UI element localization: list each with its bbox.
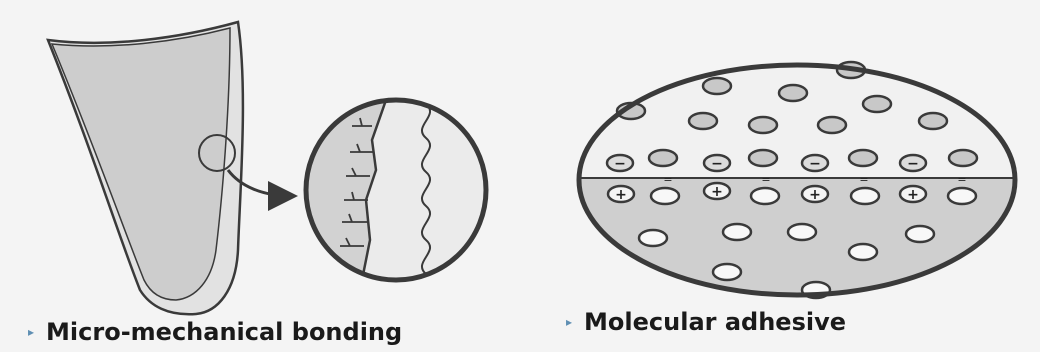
bullet-icon: ▸: [28, 326, 34, 338]
molecule: [651, 188, 679, 204]
negative-charge: −: [802, 155, 828, 172]
bond-mark: =: [957, 173, 966, 186]
molecular-adhesive-caption: ▸ Molecular adhesive: [566, 308, 846, 336]
molecule: [849, 244, 877, 260]
molecule: [849, 150, 877, 166]
molecule: [649, 150, 677, 166]
magnified-interface: [300, 100, 486, 292]
tooth-section: [48, 22, 292, 314]
molecule: [749, 150, 777, 166]
negative-charge: −: [607, 155, 633, 172]
bond-mark: =: [859, 173, 868, 186]
molecule: [751, 188, 779, 204]
micro-mechanical-caption: ▸ Micro-mechanical bonding: [28, 318, 402, 346]
charge-symbol: +: [615, 187, 627, 203]
molecule: [851, 188, 879, 204]
bond-mark: =: [761, 173, 770, 186]
molecule: [919, 113, 947, 129]
molecule: [639, 230, 667, 246]
micro-mechanical-label: Micro-mechanical bonding: [46, 318, 402, 346]
molecule: [818, 117, 846, 133]
molecular-adhesion-diagram: − − − − = = = = +: [570, 62, 1030, 308]
molecule: [779, 85, 807, 101]
molecule: [723, 224, 751, 240]
charge-symbol: +: [711, 184, 723, 200]
charge-symbol: +: [809, 187, 821, 203]
molecular-adhesive-label: Molecular adhesive: [584, 308, 846, 336]
charge-symbol: −: [809, 156, 821, 172]
charge-symbol: −: [907, 156, 919, 172]
bullet-icon: ▸: [566, 316, 572, 328]
molecule: [906, 226, 934, 242]
charge-symbol: −: [711, 156, 723, 172]
charge-symbol: +: [907, 187, 919, 203]
bond-mark: =: [663, 173, 672, 186]
charge-symbol: −: [614, 156, 626, 172]
negative-charge: −: [704, 155, 730, 172]
molecule: [948, 188, 976, 204]
molecule: [949, 150, 977, 166]
positive-charge: +: [704, 183, 730, 200]
positive-charge: +: [802, 186, 828, 203]
positive-charge: +: [608, 186, 634, 203]
molecule: [703, 78, 731, 94]
molecule: [689, 113, 717, 129]
positive-charge: +: [900, 186, 926, 203]
molecule: [749, 117, 777, 133]
molecule: [863, 96, 891, 112]
molecule: [788, 224, 816, 240]
molecule: [713, 264, 741, 280]
negative-charge: −: [900, 155, 926, 172]
